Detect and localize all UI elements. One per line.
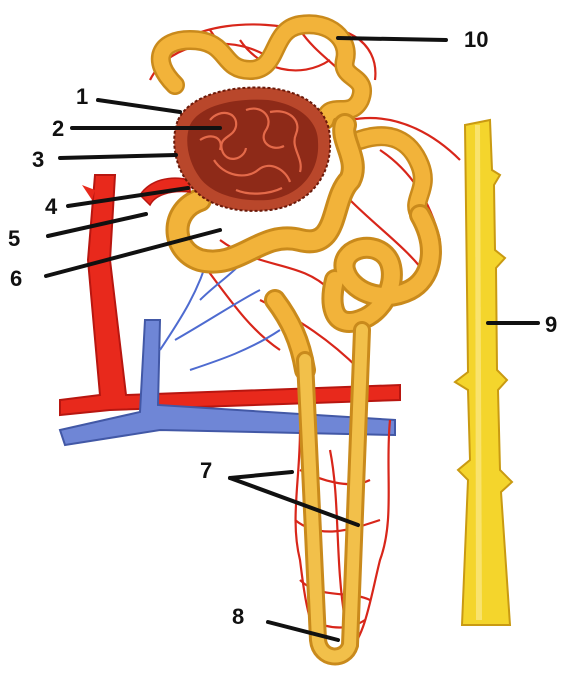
label-10: 10 [464,27,488,52]
loop-of-henle [305,330,362,656]
label-3: 3 [32,147,44,172]
label-5: 5 [8,226,20,251]
collecting-duct [455,120,512,625]
label-2: 2 [52,116,64,141]
leader-line-3 [60,155,176,158]
label-1: 1 [76,84,88,109]
leader-line-10 [338,38,446,40]
leader-line-7b [230,478,358,525]
label-9: 9 [545,312,557,337]
label-8: 8 [232,604,244,629]
label-7: 7 [200,458,212,483]
label-4: 4 [45,194,58,219]
renal-corpuscle [174,87,330,210]
leader-line-8 [268,622,338,640]
label-6: 6 [10,266,22,291]
blood-vessels [60,175,400,445]
leader-line-1 [98,100,180,112]
leader-line-7a [230,472,292,478]
